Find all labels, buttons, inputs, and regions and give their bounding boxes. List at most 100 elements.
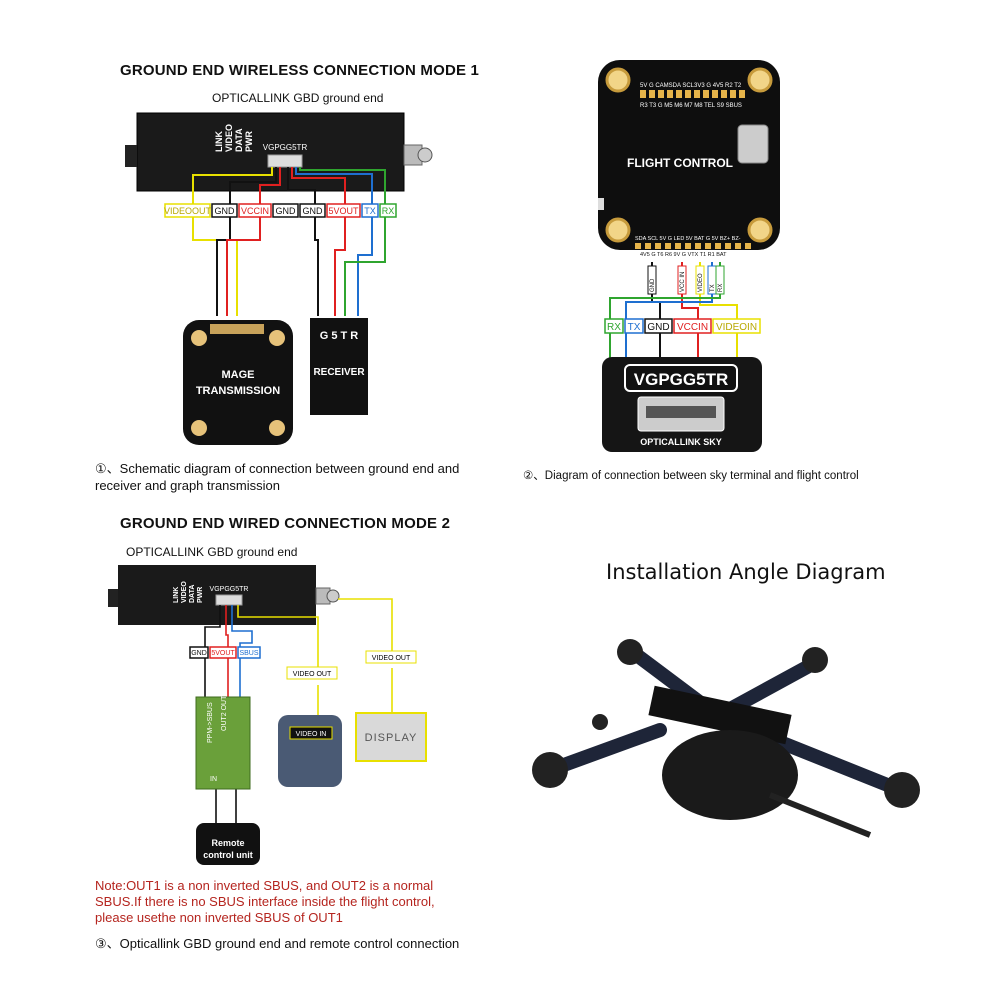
video-in-label: VIDEO IN [296, 731, 327, 738]
bottom-pads-row2: 4V5 G T6 R6 9V G VTX T1 R1 BAT [640, 252, 727, 258]
bnc-port-icon [417, 147, 433, 163]
side-label: DATA [234, 128, 244, 152]
mount-hole-icon [191, 420, 207, 436]
mount-hole-icon [191, 330, 207, 346]
receiver-label: RECEIVER [313, 367, 365, 378]
video-out-label-1: VIDEO OUT [293, 671, 332, 678]
pin-box [238, 203, 272, 218]
panel3-device-label: OPTICALLINK GBD ground end [126, 545, 298, 559]
top-pads-row2: R3 T3 G M5 M6 M7 M8 TEL S9 SBUS [640, 103, 742, 109]
solder-pad [645, 243, 651, 249]
side-label: PWR [197, 587, 204, 603]
solder-pad [705, 243, 711, 249]
solder-pad [685, 243, 691, 249]
display-label: DISPLAY [365, 732, 418, 744]
mount-hole-icon [269, 420, 285, 436]
panel3-note: Note:OUT1 is a non inverted SBUS, and OU… [95, 878, 435, 925]
bnc-port-icon [326, 589, 340, 603]
pin-label: 5VOUT [211, 650, 235, 657]
converter-label: PPM->SBUS [207, 702, 214, 743]
bottom-pads-row1: SDA SCL 5V G LED 5V BAT G 5V BZ+ BZ- [635, 236, 741, 242]
wire-label: GND [650, 278, 656, 292]
side-label: DATA [189, 585, 196, 603]
solder-pad [715, 243, 721, 249]
motor-icon [884, 772, 920, 808]
pin-label: TX [364, 206, 376, 216]
pin-box [624, 318, 644, 334]
receiver-pins: G 5 T R [320, 330, 359, 342]
pin-label: SBUS [239, 650, 258, 657]
module-sub-label: OPTICALLINK SKY [640, 437, 722, 447]
solder-pad [745, 243, 751, 249]
pin-label: VCCIN [677, 322, 708, 333]
image-transmission-module [183, 320, 293, 445]
connector-label: VGPGG5TR [263, 143, 308, 152]
mount-hole-icon [747, 217, 773, 243]
mount-hole-icon [605, 67, 631, 93]
pin-label: GND [303, 206, 324, 216]
solder-pad [735, 243, 741, 249]
top-pads [640, 90, 745, 98]
solder-pad [649, 90, 655, 98]
side-label: LINK [214, 131, 224, 152]
panel1-caption: ①、Schematic diagram of connection betwee… [95, 461, 460, 493]
remote-label-1: Remote [211, 838, 244, 848]
side-label: VIDEO [224, 124, 234, 152]
goggles-device [278, 715, 342, 787]
panel3-title: GROUND END WIRED CONNECTION MODE 2 [120, 515, 451, 532]
drone-camera-pod [662, 730, 798, 820]
solder-pad [658, 90, 664, 98]
wire-label: TX [710, 284, 716, 292]
pin-label: VCCIN [241, 206, 269, 216]
wire-video-2 [338, 598, 393, 655]
pin-label: TX [628, 322, 641, 333]
drone-antenna [768, 792, 872, 838]
solder-pad [739, 90, 745, 98]
pin-label: GND [276, 206, 297, 216]
panel2-caption: ②、Diagram of connection between sky term… [523, 470, 859, 482]
panel1-device-label: OPTICALLINK GBD ground end [212, 91, 384, 105]
wire-label: VIDEO [698, 273, 704, 292]
top-pads-row1: 5V G CAMSDA SCL3V3 G 4V5 R2 T2 [640, 83, 742, 89]
ground-end-unit [136, 112, 405, 192]
pin-box [361, 203, 379, 218]
solder-pad [721, 90, 727, 98]
mount-hole-icon [605, 217, 631, 243]
solder-pad [695, 243, 701, 249]
panel2-diagram: 5V G CAMSDA SCL3V3 G 4V5 R2 T2 R3 T3 G M… [598, 60, 780, 452]
wire-label: VCC IN [680, 272, 686, 292]
solder-pad [667, 90, 673, 98]
solder-pad [675, 243, 681, 249]
motor-icon [592, 714, 608, 730]
pin-box [237, 646, 261, 659]
wire-label: RX [718, 284, 724, 292]
ground-end-knob [125, 145, 137, 167]
pin-box [211, 203, 238, 218]
side-label: LINK [173, 587, 180, 603]
display-device [355, 712, 427, 762]
connector-pins [646, 406, 716, 418]
pin-label: 5VOUT [328, 206, 359, 216]
wire-gnd-2 [287, 167, 319, 316]
module-name: VGPGG5TR [634, 370, 728, 389]
pin-box [604, 318, 624, 334]
side-label: VIDEO [181, 581, 188, 603]
pin-box [712, 318, 761, 334]
drone-frame [648, 685, 792, 745]
wire-label-box [677, 265, 687, 295]
pin-label: GND [215, 206, 236, 216]
bottom-pads [635, 243, 751, 249]
solder-pad [665, 243, 671, 249]
pin-box [189, 646, 209, 659]
solder-pad [694, 90, 700, 98]
pin-box [209, 646, 237, 659]
solder-pad [703, 90, 709, 98]
motor-icon [802, 647, 828, 673]
receiver-module [310, 318, 368, 415]
usb-c-port-icon [737, 124, 769, 164]
